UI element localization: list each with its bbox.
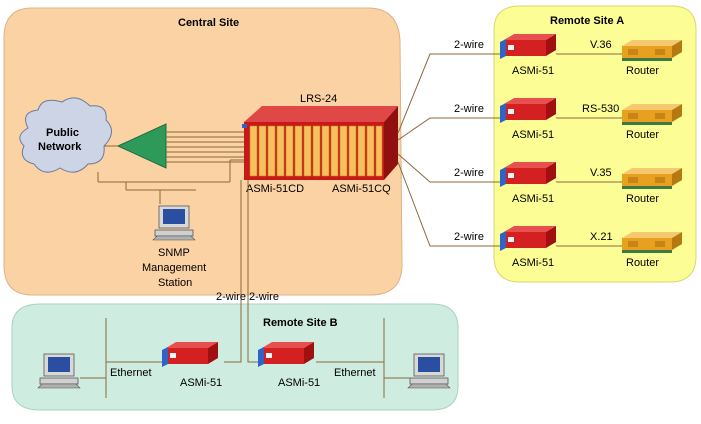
remote-b-right-pc-icon [407,353,451,389]
remote-site-b-area [11,303,459,411]
router-label: Router [626,193,659,205]
cloud-label-line2: Network [38,141,82,153]
amplifier-icon [116,123,167,169]
public-network-cloud: Public Network [19,97,112,173]
remote-b-right-modem-label: ASMi-51 [278,377,320,389]
snmp-station-pc-icon [152,205,196,241]
remote-a-link-1: 2-wire ASMi-51 V.36 Router [454,34,682,77]
remote-a-links [397,53,622,247]
remote-b-left-pc-icon [37,353,81,389]
interface-label: V.36 [590,39,612,51]
remote-b-wire-label: 2-wire 2-wire [216,291,279,303]
card-left-label: ASMi-51CD [246,183,304,195]
interface-label: RS-530 [582,103,619,115]
remote-site-a-title: Remote Site A [550,15,624,27]
interface-label: V.35 [590,167,612,179]
router-label: Router [626,257,659,269]
router-label: Router [626,129,659,141]
wire-label: 2-wire [454,231,484,243]
remote-site-b-title: Remote Site B [263,317,338,329]
interface-label: X.21 [590,231,613,243]
snmp-label-line2: Management [142,262,206,274]
remote-b-left-modem-label: ASMi-51 [180,377,222,389]
snmp-label-line1: SNMP [158,247,190,259]
modem-label: ASMi-51 [512,193,554,205]
remote-a-link-4: 2-wire ASMi-51 X.21 Router [454,226,682,269]
modem-label: ASMi-51 [512,257,554,269]
central-site-title: Central Site [178,17,239,29]
lrs-label: LRS-24 [300,93,337,105]
modem-label: ASMi-51 [512,65,554,77]
modem-label: ASMi-51 [512,129,554,141]
remote-a-link-3: 2-wire ASMi-51 V.35 Router [454,162,682,205]
wire-label: 2-wire [454,167,484,179]
card-right-label: ASMi-51CQ [332,183,391,195]
remote-b-left-ethernet-label: Ethernet [110,367,152,379]
remote-site-a-area [493,5,697,283]
remote-b-right-ethernet-label: Ethernet [334,367,376,379]
wire-label: 2-wire [454,39,484,51]
remote-b-links [80,180,410,398]
remote-a-link-2: 2-wire ASMi-51 RS-530 Router [454,98,682,141]
central-links [97,131,244,204]
snmp-label-line3: Station [158,277,192,289]
cloud-label-line1: Public [46,127,79,139]
lrs-24-chassis [242,106,398,180]
wire-label: 2-wire [454,103,484,115]
router-label: Router [626,65,659,77]
